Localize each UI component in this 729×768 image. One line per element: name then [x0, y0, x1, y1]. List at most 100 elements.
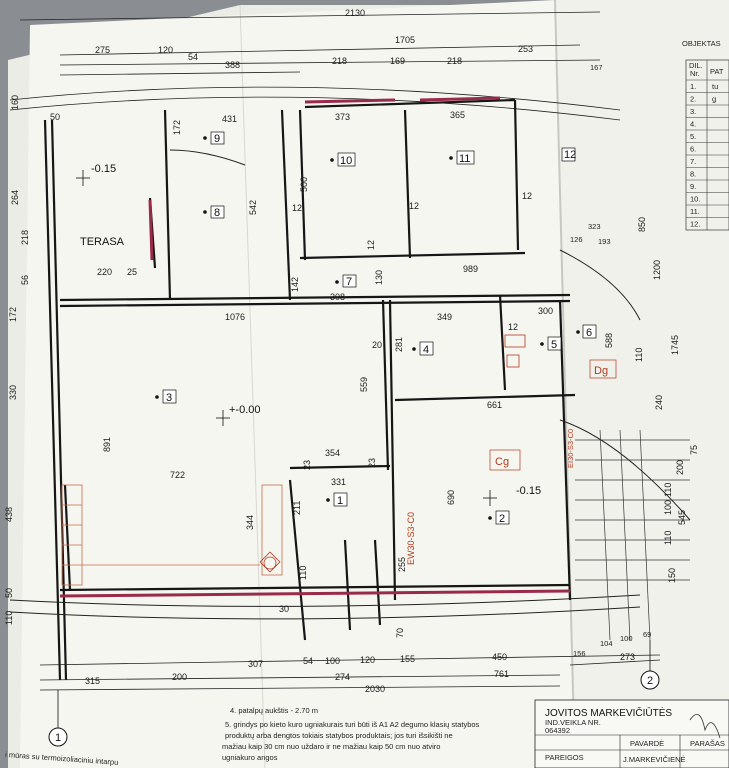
table-row-number: 10. — [690, 195, 700, 204]
top-dimension-lines — [9, 11, 621, 121]
dim-349: 349 — [437, 312, 452, 322]
stamp-firm: IND.VEIKLA NR. — [545, 718, 601, 727]
dim-126: 126 — [570, 235, 583, 244]
dim-110-left: 110 — [4, 611, 14, 625]
svg-text:8: 8 — [214, 207, 220, 219]
dim-104: 104 — [600, 639, 613, 648]
dim-100-right: 100 — [663, 500, 673, 515]
dim-255: 255 — [397, 557, 407, 572]
level-mark-terasa: -0.15 — [76, 163, 116, 186]
stairs — [575, 429, 690, 641]
dim-274: 274 — [335, 672, 350, 682]
dim-130: 130 — [374, 270, 384, 285]
dim-75: 75 — [689, 445, 699, 455]
dim-542: 542 — [248, 200, 258, 215]
dim-120: 120 — [158, 45, 173, 55]
svg-text:12: 12 — [564, 149, 576, 161]
title-stamp: JOVITOS MARKEVIČIŪTĖS IND.VEIKLA NR. 064… — [534, 699, 729, 768]
dim-120-bottom: 120 — [360, 655, 375, 665]
note-5d: ugniakuro angos — [222, 753, 278, 762]
dg-label: Dg — [594, 365, 608, 377]
fire-door-side-label: EI30-S3-C0 — [566, 429, 575, 468]
dim-23b: 23 — [367, 458, 377, 468]
terasa-label: TERASA — [80, 236, 125, 248]
dim-891: 891 — [102, 437, 112, 452]
dim-354: 354 — [325, 448, 340, 458]
dim-264: 264 — [10, 190, 20, 205]
dim-100b-bottom: 100 — [620, 634, 633, 643]
table-row-number: 5. — [690, 132, 696, 141]
dim-275: 275 — [95, 45, 110, 55]
dim-172: 172 — [172, 120, 182, 135]
axis-marker-2: 2 — [640, 640, 660, 690]
dim-56: 56 — [20, 275, 30, 285]
dim-989: 989 — [463, 264, 478, 274]
dim-218a: 218 — [332, 56, 347, 66]
room-markers: 9 8 10 11 12 7 3 4 5 6 1 2 — [155, 131, 597, 525]
room-marker-12: 12 — [561, 147, 576, 162]
svg-text:7: 7 — [346, 276, 352, 288]
dim-50-left: 50 — [4, 588, 14, 598]
dim-200-right: 200 — [675, 460, 685, 475]
room-marker-4: 4 — [412, 341, 434, 356]
svg-text:3: 3 — [166, 392, 172, 404]
arc-lines — [9, 149, 691, 620]
left-dimension-texts: 264 218 56 172 330 438 50 110 160 — [4, 95, 30, 625]
table-rows: 1.tu2.g3.4.5.6.7.8.9.10.11.12. — [686, 79, 729, 229]
dim-1705: 1705 — [395, 35, 415, 45]
svg-text:6: 6 — [586, 327, 592, 339]
bottom-dimension-lines — [39, 654, 661, 691]
table-row-number: 8. — [690, 170, 696, 179]
dim-12a: 12 — [292, 203, 302, 213]
room-marker-10: 10 — [330, 152, 356, 167]
dim-218: 218 — [20, 230, 30, 245]
stamp-person: J.MARKEVIČIENĖ — [623, 755, 686, 764]
dim-273: 273 — [620, 652, 635, 662]
dim-12f: 12 — [508, 322, 518, 332]
dim-23a: 23 — [302, 460, 312, 470]
svg-text:-0.15: -0.15 — [91, 163, 116, 175]
window-marks — [59, 96, 571, 598]
dim-69: 69 — [643, 630, 651, 639]
svg-text:+-0.00: +-0.00 — [229, 404, 261, 416]
note-5a: 5. grindys po kieto kuro ugniakurais tur… — [225, 720, 480, 729]
dim-431: 431 — [222, 114, 237, 124]
level-mark-room2: -0.15 — [483, 485, 541, 506]
table-row-number: 12. — [690, 220, 700, 229]
fire-door-label: EW30-S3-C0 — [406, 512, 416, 565]
table-row-cell: tu — [712, 82, 718, 91]
stamp-parasas: PARAŠAS — [690, 739, 725, 748]
svg-text:-0.15: -0.15 — [516, 485, 541, 497]
room-marker-7: 7 — [335, 274, 357, 288]
dim-110: 110 — [298, 566, 308, 580]
dim-156: 156 — [573, 649, 586, 658]
dim-54: 54 — [188, 52, 198, 62]
dim-850: 850 — [637, 217, 647, 232]
wc-fixtures — [259, 334, 526, 573]
signature-mark — [689, 713, 721, 739]
bottom-dimension-texts: 307 54 100 120 155 450 156 104 100 69 31… — [85, 630, 651, 694]
kitchen-counter — [61, 484, 283, 586]
table-title: OBJEKTAS — [682, 39, 721, 48]
dim-331: 331 — [331, 477, 346, 487]
svg-text:11: 11 — [459, 153, 470, 165]
room-marker-11: 11 — [449, 150, 475, 165]
dim-155: 155 — [400, 654, 415, 664]
svg-text:2: 2 — [499, 513, 505, 525]
dim-690: 690 — [446, 490, 456, 505]
dim-172-left: 172 — [8, 307, 18, 322]
walls — [43, 98, 576, 681]
room-marker-2: 2 — [488, 510, 510, 525]
dim-167: 167 — [590, 63, 603, 72]
dim-12d: 12 — [366, 240, 376, 250]
dim-2030: 2030 — [365, 684, 385, 694]
dim-150: 150 — [667, 568, 677, 583]
note-4: 4. patalpų aukštis - 2.70 m — [230, 706, 318, 715]
dim-315: 315 — [85, 676, 100, 686]
table-col-nr: Nr. — [690, 69, 700, 78]
dim-25: 25 — [127, 267, 137, 277]
dim-300: 300 — [538, 306, 553, 316]
table-row-number: 7. — [690, 157, 696, 166]
dim-100-bottom: 100 — [325, 656, 340, 666]
